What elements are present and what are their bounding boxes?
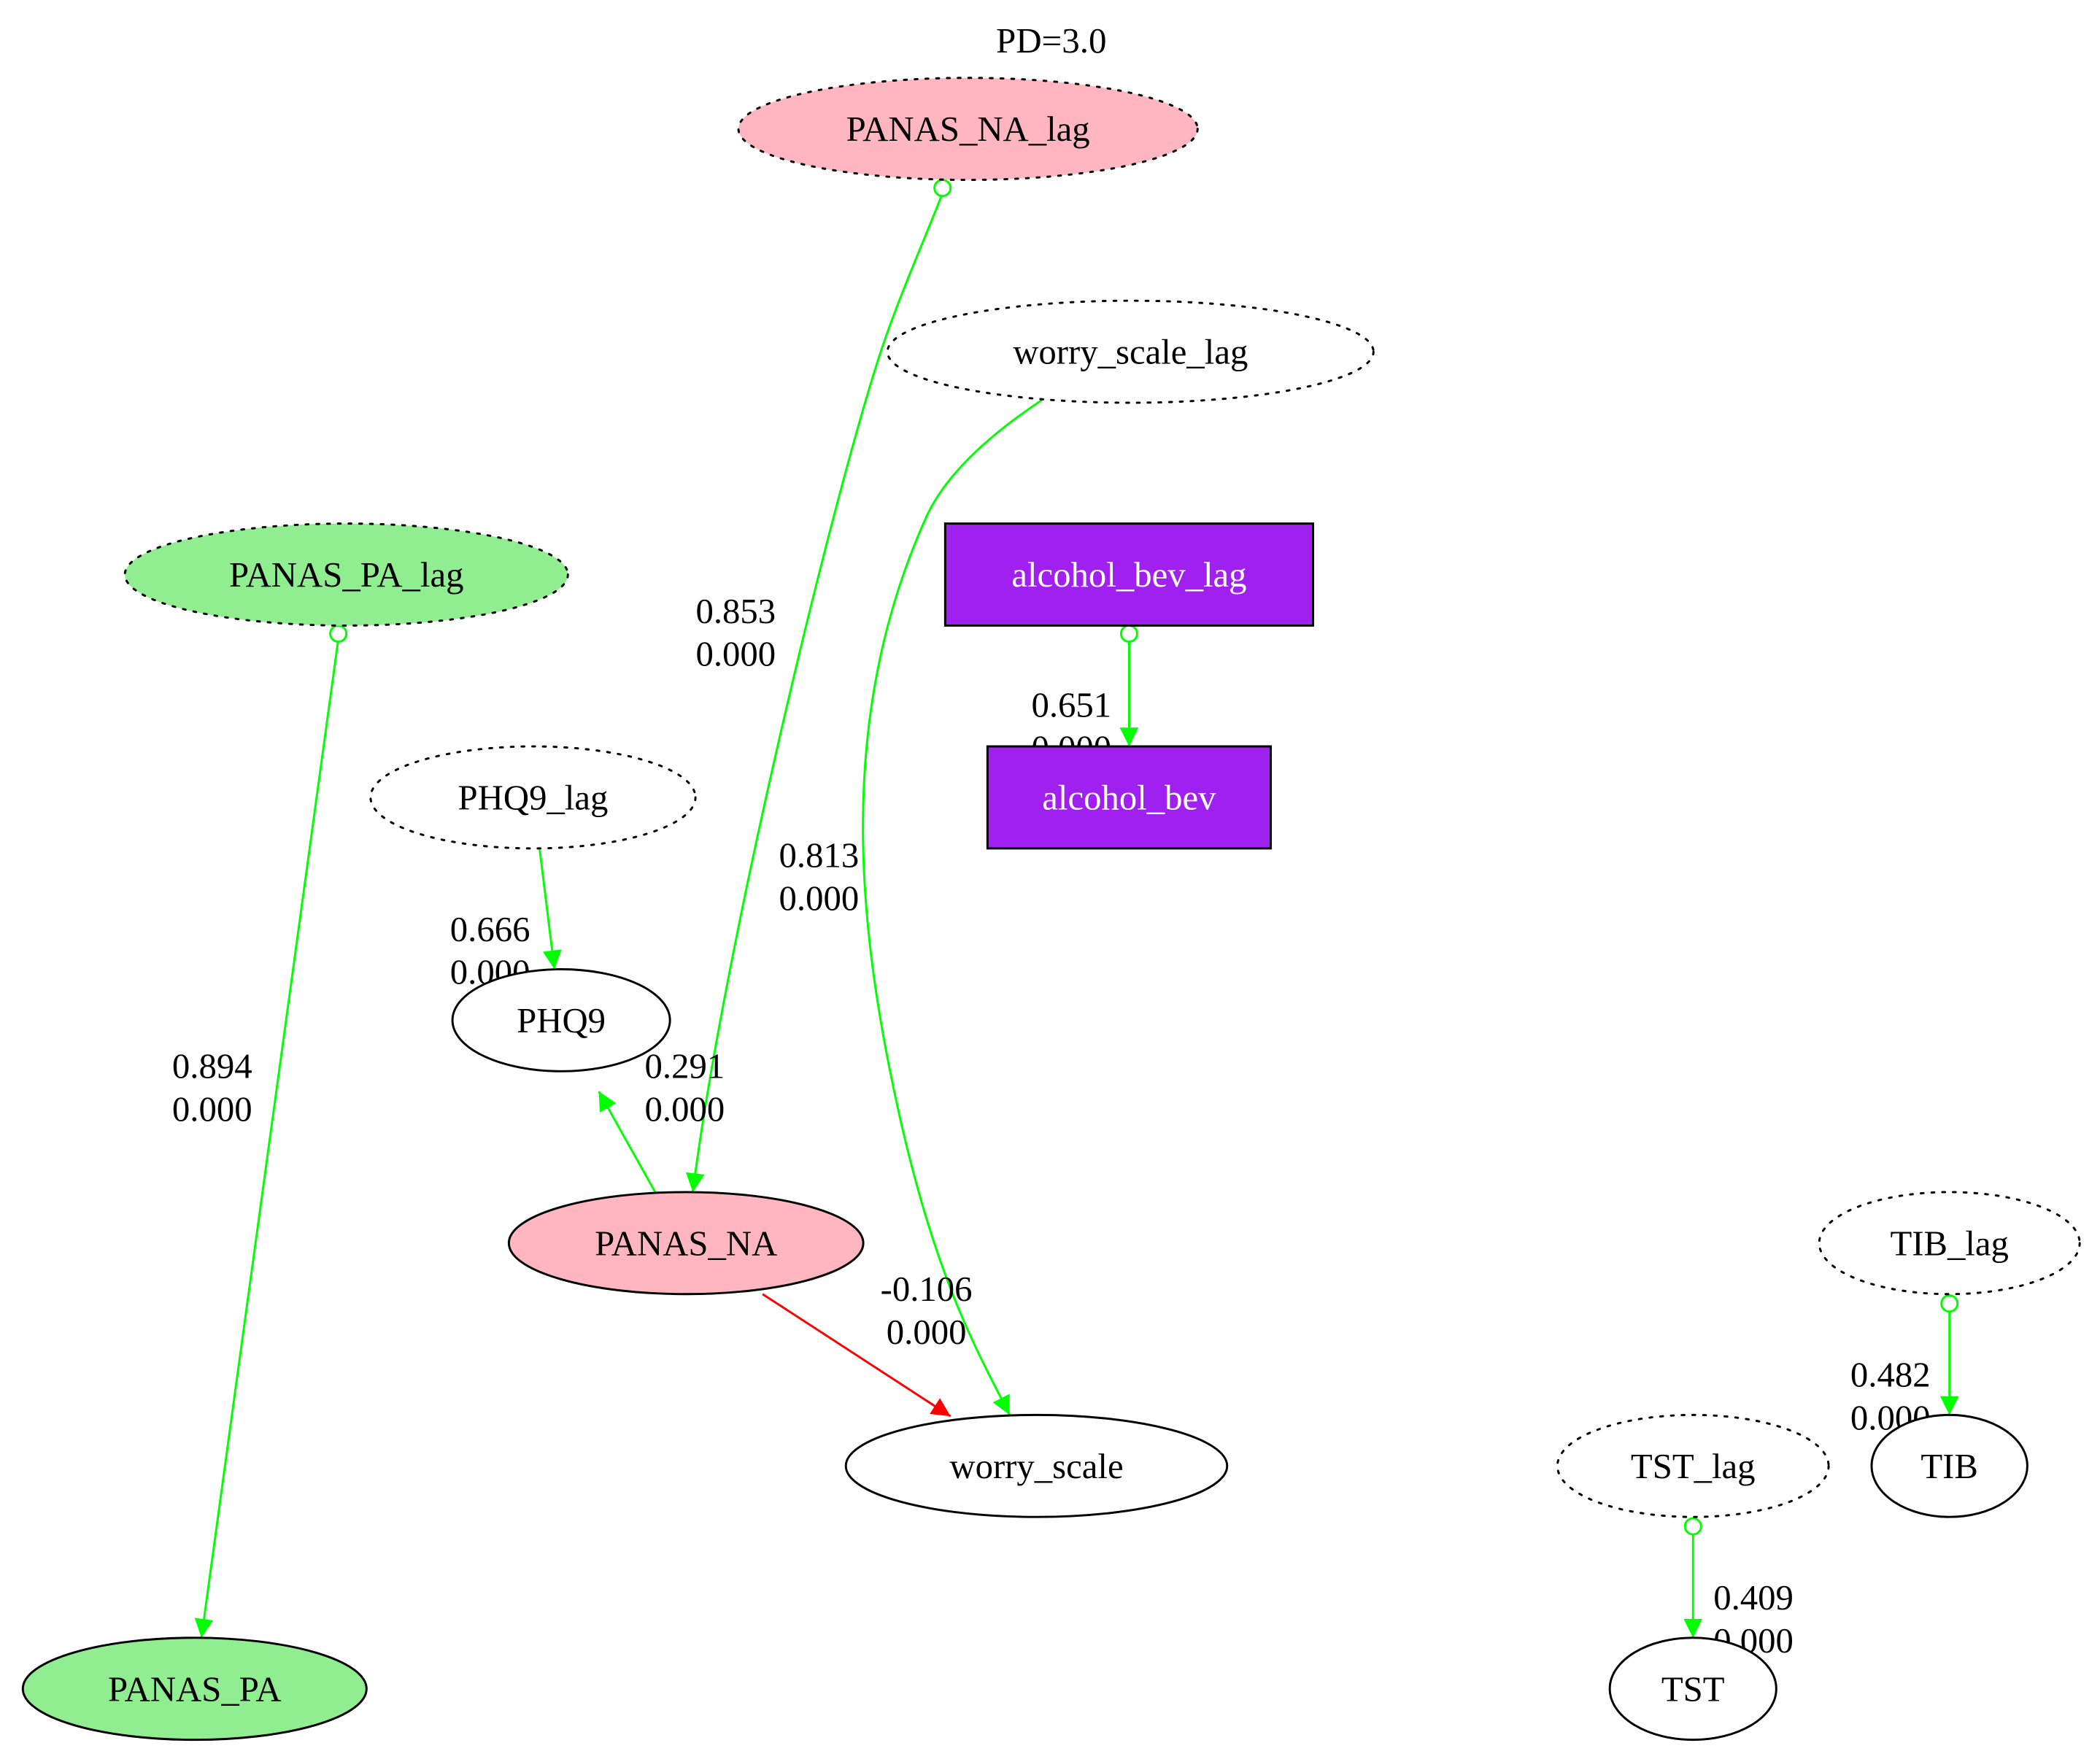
edge-weight: 0.813 — [779, 836, 860, 876]
node-worry-scale: worry_scale — [844, 1413, 1229, 1518]
node-alcohol-bev-lag: alcohol_bev_lag — [943, 522, 1314, 627]
edge-pvalue: 0.000 — [172, 1089, 252, 1129]
node-ellipse — [21, 1636, 368, 1742]
edge-weight: -0.106 — [881, 1269, 973, 1309]
edge-weight: 0.291 — [645, 1047, 725, 1086]
circle-tail-icon — [1119, 624, 1138, 643]
edge-tst-lag-to-tst — [1683, 1517, 1703, 1638]
circle-tail-icon — [329, 624, 348, 643]
node-ellipse — [369, 745, 697, 850]
circle-tail-icon — [1940, 1294, 1959, 1313]
node-label: worry_scale_lag — [1013, 333, 1248, 372]
edge-weight: 0.409 — [1713, 1578, 1794, 1617]
edge-line — [194, 638, 340, 1638]
node-panas-pa: PANAS_PA — [21, 1636, 368, 1742]
edge-worry-scale-lag-to-worry-scale — [862, 399, 1043, 1416]
edge-alcohol-bev-lag-to-alcohol-bev — [1119, 624, 1139, 747]
node-ellipse — [1870, 1413, 2028, 1518]
node-box — [943, 522, 1314, 627]
node-ellipse — [507, 1191, 865, 1296]
node-tst-lag: TST_lag — [1556, 1413, 1830, 1518]
edge-label-panas-na-lag-to-panas-na: 0.853 0.000 — [695, 592, 776, 674]
node-panas-na-lag: PANAS_NA_lag — [737, 77, 1199, 182]
node-ellipse — [737, 77, 1199, 182]
node-phq9: PHQ9 — [451, 968, 671, 1072]
edge-line — [862, 399, 1043, 1416]
edge-pvalue: 0.000 — [645, 1089, 725, 1129]
edge-panas-pa-lag-to-panas-pa — [194, 624, 348, 1638]
edge-panas-na-to-phq9 — [598, 1091, 657, 1193]
edge-line — [762, 1293, 951, 1418]
node-label: PANAS_PA_lag — [229, 555, 464, 595]
edge-label-panas-na-to-worry-scale: -0.106 0.000 — [881, 1269, 973, 1352]
node-phq9-lag: PHQ9_lag — [369, 745, 697, 850]
node-panas-pa-lag: PANAS_PA_lag — [123, 522, 569, 627]
edge-weight: 0.666 — [450, 910, 530, 949]
node-label: PANAS_NA — [595, 1224, 777, 1263]
node-panas-na: PANAS_NA — [507, 1191, 865, 1296]
node-label: TIB_lag — [1890, 1224, 2008, 1263]
edge-weight: 0.482 — [1850, 1356, 1931, 1395]
edge-line — [685, 193, 944, 1193]
edge-weight: 0.651 — [1031, 686, 1111, 725]
edge-tib-lag-to-tib — [1939, 1294, 1959, 1415]
node-ellipse — [1818, 1191, 2081, 1296]
node-label: PHQ9 — [517, 1001, 606, 1040]
node-alcohol-bev: alcohol_bev — [986, 745, 1273, 850]
node-label: worry_scale — [949, 1447, 1123, 1486]
node-tst: TST — [1608, 1636, 1777, 1742]
node-tib: TIB — [1870, 1413, 2028, 1518]
node-label: PANAS_PA — [108, 1669, 282, 1709]
circle-tail-icon — [933, 179, 952, 198]
node-worry-scale-lag: worry_scale_lag — [886, 299, 1375, 404]
node-label: alcohol_bev — [1042, 778, 1216, 818]
edge-panas-na-lag-to-panas-na — [685, 179, 952, 1193]
edge-phq9-lag-to-phq9 — [538, 849, 562, 970]
edge-pvalue: 0.000 — [695, 635, 776, 674]
node-ellipse — [1556, 1413, 1830, 1518]
edge-line — [538, 849, 562, 970]
node-label: PHQ9_lag — [458, 778, 609, 818]
node-ellipse — [886, 299, 1375, 404]
graph-title: PD=3.0 — [996, 20, 1107, 61]
node-label: TST — [1661, 1669, 1725, 1709]
node-label: PANAS_NA_lag — [846, 109, 1090, 149]
edge-weight: 0.853 — [695, 592, 776, 631]
node-ellipse — [451, 968, 671, 1072]
node-ellipse — [844, 1413, 1229, 1518]
circle-tail-icon — [1683, 1517, 1702, 1536]
edge-pvalue: 0.000 — [887, 1313, 967, 1352]
edge-weight: 0.894 — [172, 1047, 252, 1086]
node-ellipse — [1608, 1636, 1777, 1742]
node-label: TST_lag — [1631, 1447, 1756, 1486]
edge-line — [598, 1091, 657, 1193]
node-tib-lag: TIB_lag — [1818, 1191, 2081, 1296]
edge-pvalue: 0.000 — [779, 879, 860, 919]
node-box — [986, 745, 1273, 850]
edge-panas-na-to-worry-scale — [762, 1293, 951, 1418]
node-ellipse — [123, 522, 569, 627]
node-label: TIB — [1921, 1447, 1978, 1486]
node-label: alcohol_bev_lag — [1011, 555, 1246, 595]
